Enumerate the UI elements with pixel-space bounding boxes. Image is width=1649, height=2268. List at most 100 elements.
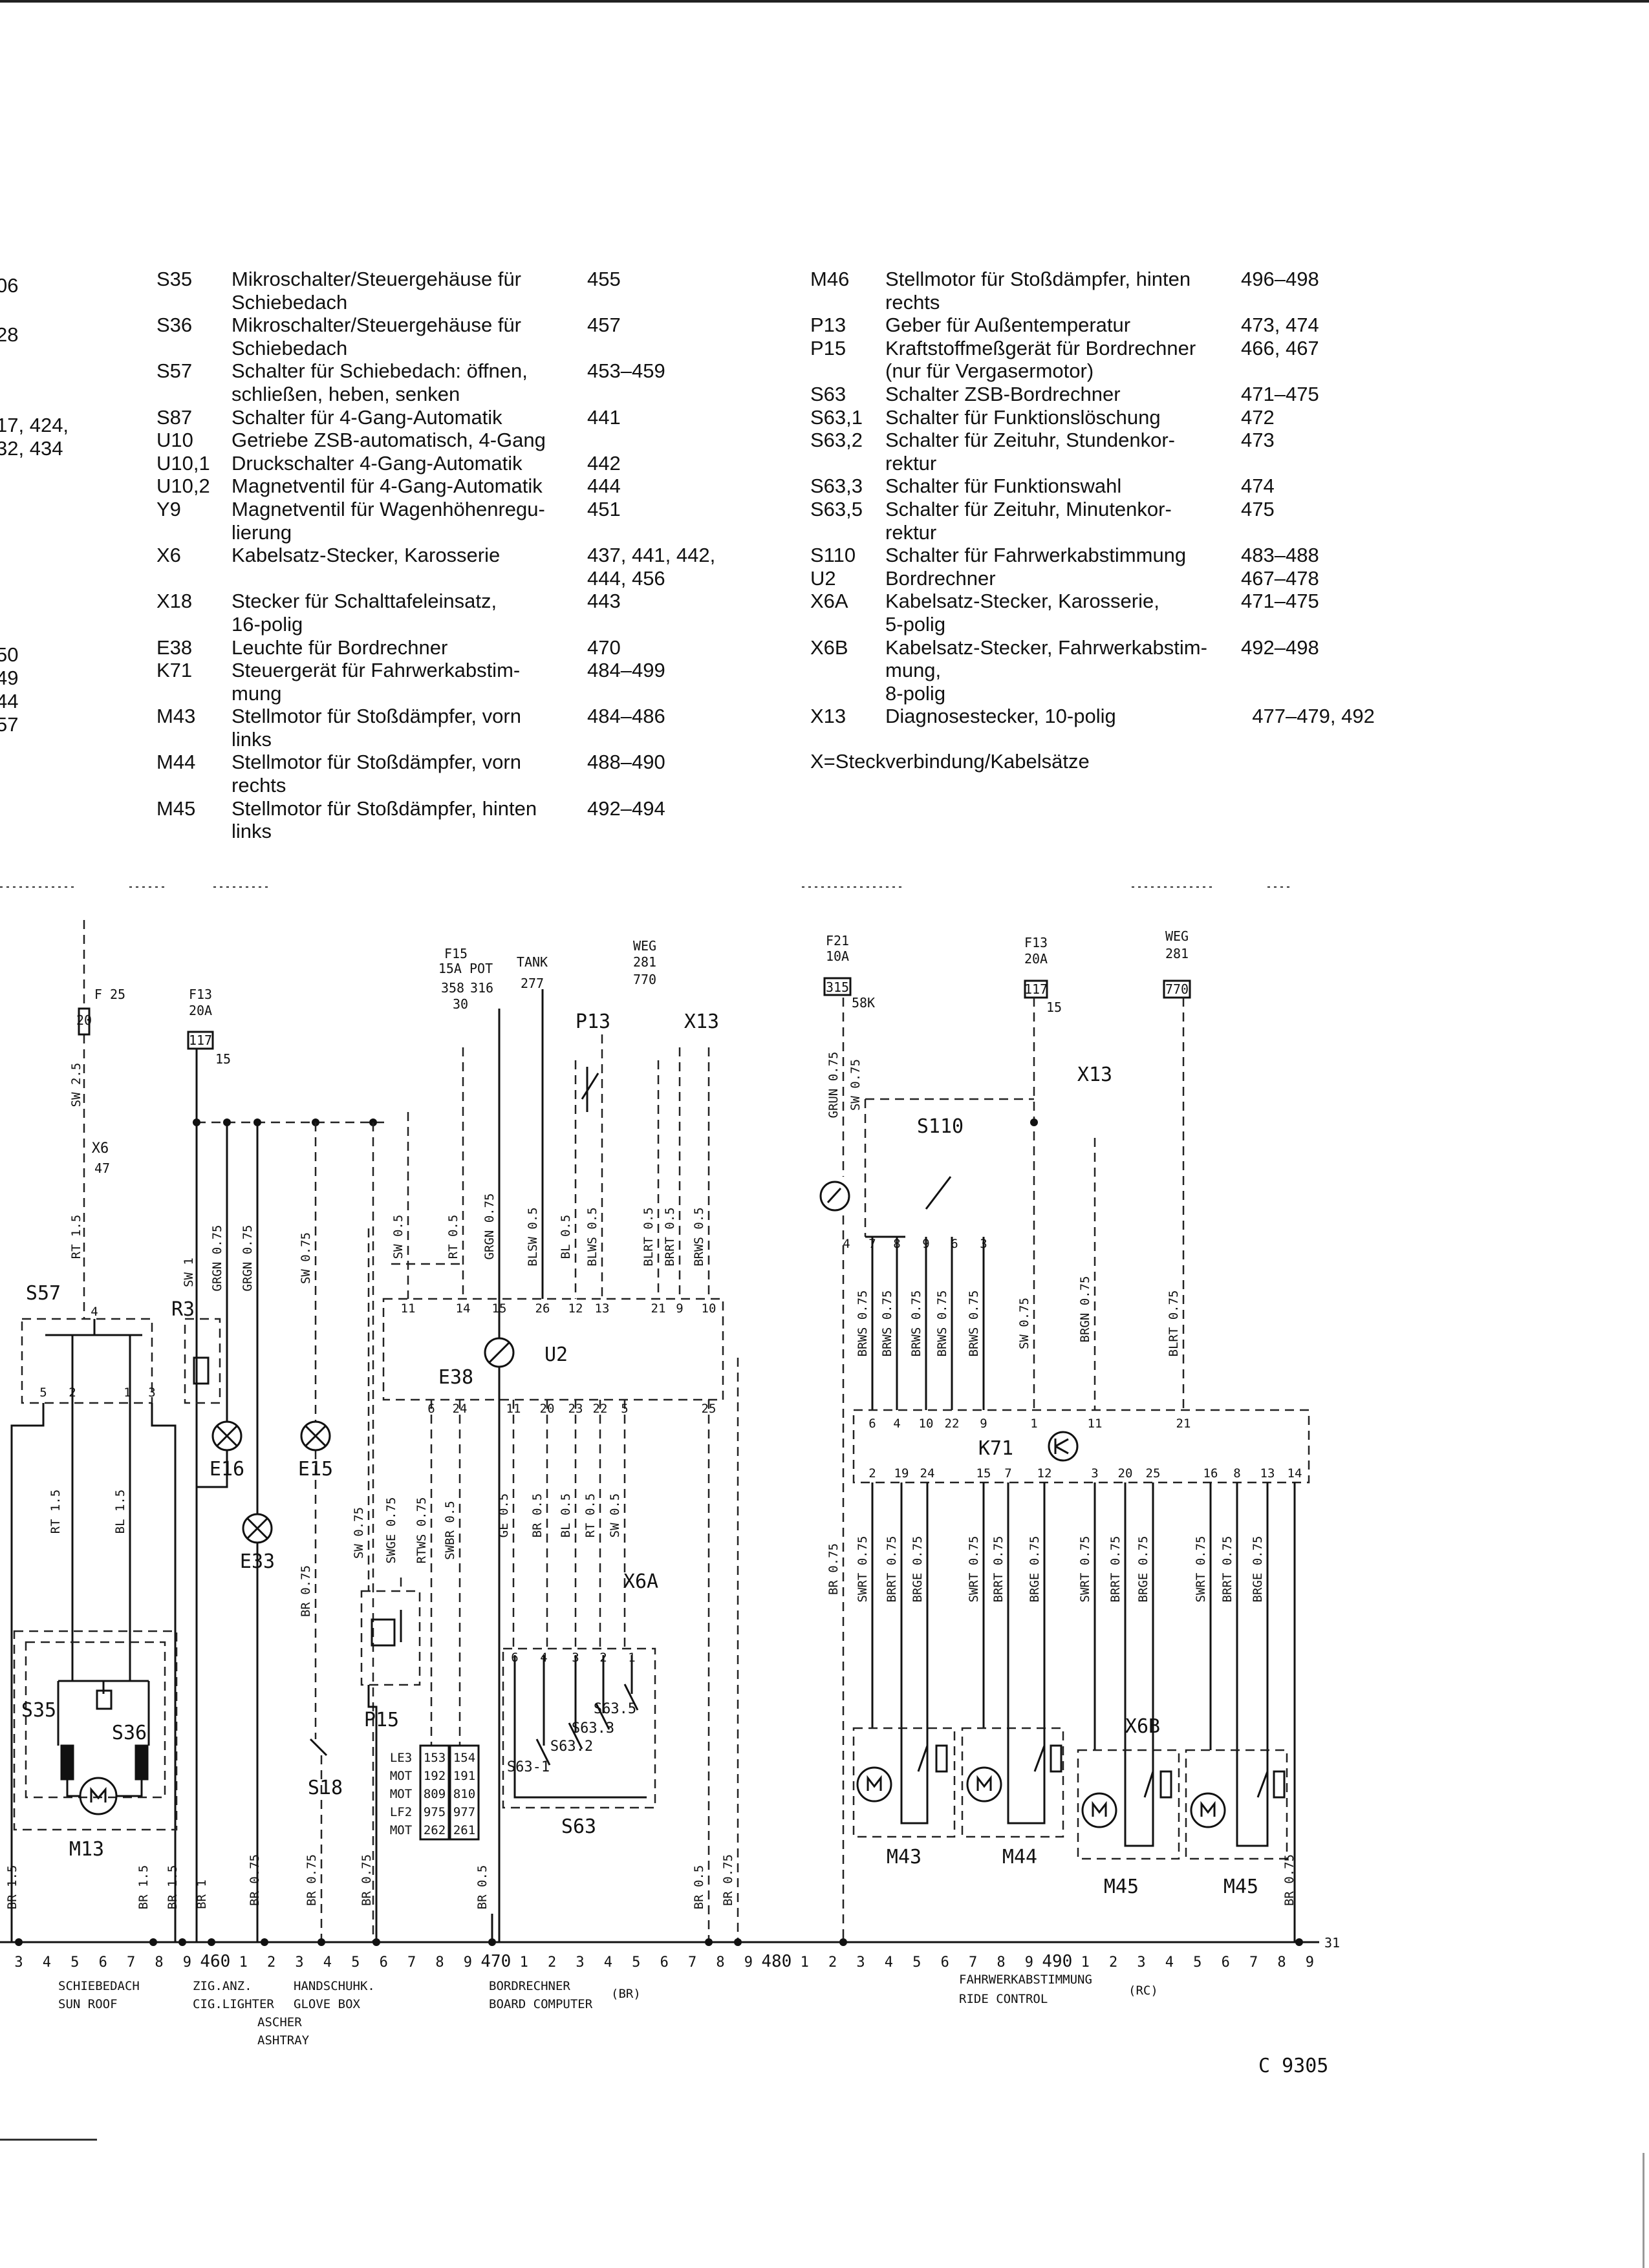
control-unit-k71-box [852,1409,1310,1484]
component-code: U10,2 [156,475,210,498]
connector-table-pin: 262 [424,1823,446,1837]
fuse-or-terminal-label: F 25 [94,987,125,1002]
component-label: E38 [438,1366,473,1389]
pin-number: 12 [1037,1466,1052,1481]
fuse-or-terminal-label: F13 [1024,935,1048,950]
component-label: X6B [1125,1715,1160,1738]
pin-number: 1 [628,1651,635,1665]
fuse-or-terminal-label: 117 [1024,981,1048,997]
pin-number: 14 [1288,1466,1302,1481]
connector-table-pin: 975 [424,1805,446,1819]
section-label: HANDSCHUHK. [294,1979,375,1993]
wire-color-label: GRUN 0.75 [826,1052,841,1118]
page-references: 492–498 [1241,636,1319,659]
page-references: 473 [1241,429,1275,452]
cut-off-page-reference: 44 [0,690,19,712]
circuit-position-number: 9 [183,1954,191,1971]
circuit-position-number: 2 [548,1954,556,1971]
wire-color-label: GRGN 0.75 [241,1225,255,1292]
circuit-position-number: 4 [323,1954,332,1971]
page-right-edge [1643,2153,1644,2268]
circuit-position-number: 4 [885,1954,893,1971]
component-description: Diagnosestecker, 10-polig [885,705,1116,728]
cut-off-page-reference: 17, 424, [0,414,69,436]
wire-color-label: RTWS 0.75 [415,1497,429,1564]
wire-color-label: BL 0.5 [559,1493,573,1538]
fuse-or-terminal-label: 10A [826,948,849,964]
section-label: ZIG.ANZ. [193,1979,252,1993]
component-label: S35 [21,1699,56,1722]
sensor-icon [371,1618,396,1647]
fuel-meter-p15-box [360,1590,421,1686]
wire-color-label: SW 0.75 [352,1507,366,1559]
component-description: Stellmotor für Stoßdämpfer, vorn links [232,705,521,751]
pin-number: 3 [1091,1466,1098,1481]
cut-off-page-reference: 06 [0,274,19,297]
component-description: Stellmotor für Stoßdämpfer, hinten links [232,797,537,843]
wire-color-label: BRRT 0.5 [663,1207,677,1267]
motor-icon [1190,1792,1226,1828]
connector-table-pin: 261 [453,1823,475,1837]
wire-color-label: BLRT 0.5 [641,1207,656,1267]
connector-table-pin: 192 [424,1769,446,1783]
pin-number: 25 [1146,1466,1161,1481]
connector-table-code: MOT [390,1787,412,1801]
component-label: M43 [887,1846,921,1868]
motor-icon [856,1766,892,1803]
component-code: S63,3 [810,475,863,498]
legend-note: X=Steckverbindung/Kabelsätze [810,749,1090,773]
fuse-or-terminal-label: 315 [826,979,849,995]
lamp-e16-icon [211,1420,242,1451]
fuse-or-terminal-label: 15 [1046,1000,1062,1015]
component-description: Schalter für Zeituhr, Stundenkor- rektur [885,429,1176,475]
component-code: X6A [810,590,848,613]
component-label: S63-1 [507,1759,550,1775]
component-description: Stellmotor für Stoßdämpfer, hinten recht… [885,268,1191,314]
fuse-or-terminal-label: 281 [1165,946,1189,961]
wire-color-label: BR 1.5 [136,1865,151,1910]
pin-number: 8 [893,1237,900,1251]
section-label: (RC) [1128,1984,1158,1998]
cut-off-page-reference: 32, 434 [0,437,63,460]
wire-color-label: BRGE 0.75 [1251,1536,1265,1603]
brush-coil-icon [60,1744,74,1781]
wire-color-label: RT 1.5 [69,1215,83,1259]
circuit-position-number: 2 [828,1954,837,1971]
board-computer-u2-box [382,1298,724,1401]
component-label: S63.2 [550,1738,593,1755]
pin-number: 13 [595,1301,610,1316]
circuit-position-number: 7 [1249,1954,1258,1971]
circuit-position-number: 4 [1165,1954,1174,1971]
motor-icon [1081,1792,1117,1828]
pin-number: 7 [868,1237,876,1251]
wire-color-label: SW 2.5 [69,1063,83,1107]
circuit-position-number: 3 [856,1954,865,1971]
wire-color-label: SW 0.75 [299,1232,313,1284]
pin-number: 15 [492,1301,507,1316]
component-code: X6 [156,544,181,567]
pin-number: 22 [593,1402,608,1416]
page-references: 467–478 [1241,566,1319,590]
wire-color-label: SW 1 [182,1257,196,1287]
component-label: P13 [576,1011,610,1033]
resistor-r3-box [184,1318,221,1404]
component-description: Bordrechner [885,566,996,590]
switch-s63-box [502,1647,656,1809]
wire-color-label: SWRT 0.75 [1194,1536,1208,1603]
section-label: RIDE CONTROL [959,1992,1048,2006]
pin-number: 20 [1118,1466,1133,1481]
wire-color-label: BR 1.5 [166,1865,180,1910]
component-description: Schalter für 4-Gang-Automatik [232,405,502,429]
wire-color-label: GRGN 0.75 [210,1225,224,1292]
fuse-or-terminal-label: 281 [633,954,656,970]
transistor-icon [1048,1431,1079,1462]
